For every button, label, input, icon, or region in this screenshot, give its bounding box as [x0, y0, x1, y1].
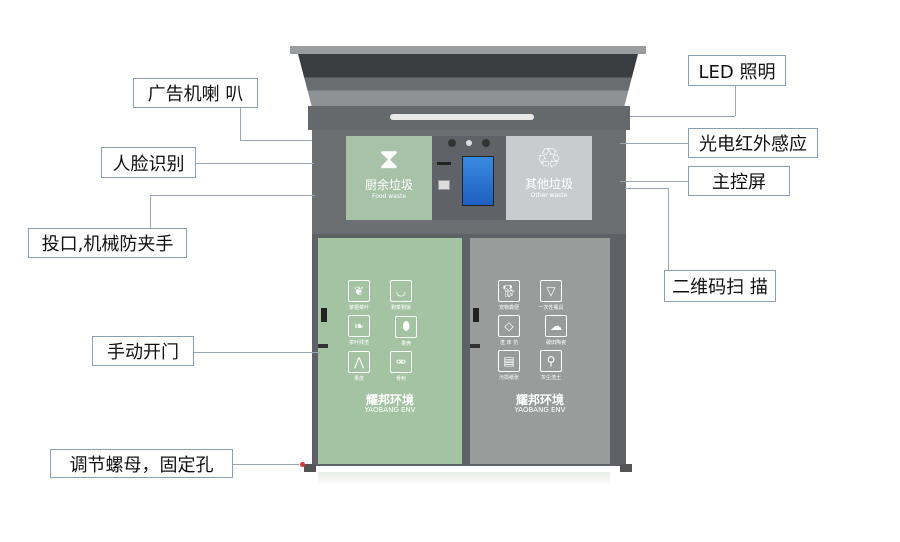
- category-icon: 🐕︎宠物粪便: [491, 280, 527, 311]
- other-waste-en: Other waste: [530, 192, 568, 199]
- callout-led: LED 照明: [688, 55, 786, 86]
- door-slot: [321, 308, 327, 322]
- machine: ⧗ 厨余垃圾 Food waste ♲ 其他垃圾 Other waste ❦菜梗…: [290, 46, 646, 486]
- callout-qr-scan: 二维码扫 描: [664, 270, 776, 302]
- door-lock[interactable]: [318, 344, 328, 348]
- hourglass-icon: ⧗: [379, 142, 399, 175]
- category-icon: ◇渣 床 仿: [491, 315, 527, 346]
- brand-cn: 耀邦环境: [515, 393, 564, 407]
- callout-drop-port: 投口,机械防夹手: [28, 228, 187, 258]
- roof-canopy: [298, 54, 638, 106]
- main-screen[interactable]: [462, 156, 494, 206]
- led-light: [390, 114, 534, 120]
- door-slot: [473, 308, 479, 322]
- category-icon: ❧茶叶残渣: [341, 315, 377, 346]
- base-foot: [304, 464, 316, 472]
- qr-scanner[interactable]: [438, 180, 450, 190]
- speaker-icon: [482, 139, 490, 147]
- category-icon: ⬮果壳: [388, 315, 424, 347]
- callout-face-recognition: 人脸识别: [101, 147, 196, 178]
- other-waste-panel: ♲ 其他垃圾 Other waste: [506, 136, 592, 220]
- brand-en: YAOBANG ENV: [514, 406, 566, 414]
- category-icon: ⋀果皮: [341, 350, 377, 382]
- recycle-icon: ♲: [536, 142, 562, 175]
- adjust-nut: [300, 462, 305, 467]
- food-waste-en: Food waste: [371, 193, 407, 200]
- callout-ad-speaker: 广告机喇 叭: [133, 78, 258, 108]
- category-icon: ☁破旧陶瓷: [538, 315, 574, 346]
- food-waste-door[interactable]: ❦菜梗菜叶◡剩菜剩饭❧茶叶残渣 ⬮果壳 ⋀果皮⚮骨刺 耀邦环境 YAOBANG E…: [318, 238, 462, 464]
- callout-infrared: 光电红外感应: [688, 128, 818, 158]
- roof: [290, 46, 646, 54]
- speaker-icon: [448, 139, 456, 147]
- food-waste-label: 厨余垃圾: [364, 178, 413, 192]
- food-waste-panel: ⧗ 厨余垃圾 Food waste: [346, 136, 432, 220]
- callout-manual-door: 手动开门: [92, 336, 194, 366]
- reflection: [318, 472, 610, 486]
- brand-cn: 耀邦环境: [365, 393, 414, 407]
- category-icon: ❦菜梗菜叶: [341, 280, 377, 311]
- callout-adjust-nut: 调节螺母，固定孔: [50, 449, 233, 478]
- callout-main-screen: 主控屏: [688, 166, 790, 196]
- base-foot: [620, 464, 632, 472]
- brand-en: YAOBANG ENV: [364, 406, 416, 414]
- infrared-sensor: [437, 162, 451, 165]
- category-icon: ⚲灰尘渣土: [533, 350, 569, 381]
- category-icon: ◡剩菜剩饭: [383, 280, 419, 311]
- category-icon: ⚮骨刺: [383, 350, 419, 382]
- control-panel: [432, 136, 506, 220]
- door-lock[interactable]: [470, 344, 480, 348]
- other-waste-label: 其他垃圾: [524, 177, 573, 191]
- category-icon: ▤污损纸张: [491, 350, 527, 381]
- camera-icon: [466, 140, 472, 146]
- other-waste-door[interactable]: 🐕︎宠物粪便▽一次性餐具◇渣 床 仿 ☁破旧陶瓷▤污损纸张⚲灰尘渣土 耀邦环境 …: [470, 238, 610, 464]
- category-icon: ▽一次性餐具: [533, 280, 569, 311]
